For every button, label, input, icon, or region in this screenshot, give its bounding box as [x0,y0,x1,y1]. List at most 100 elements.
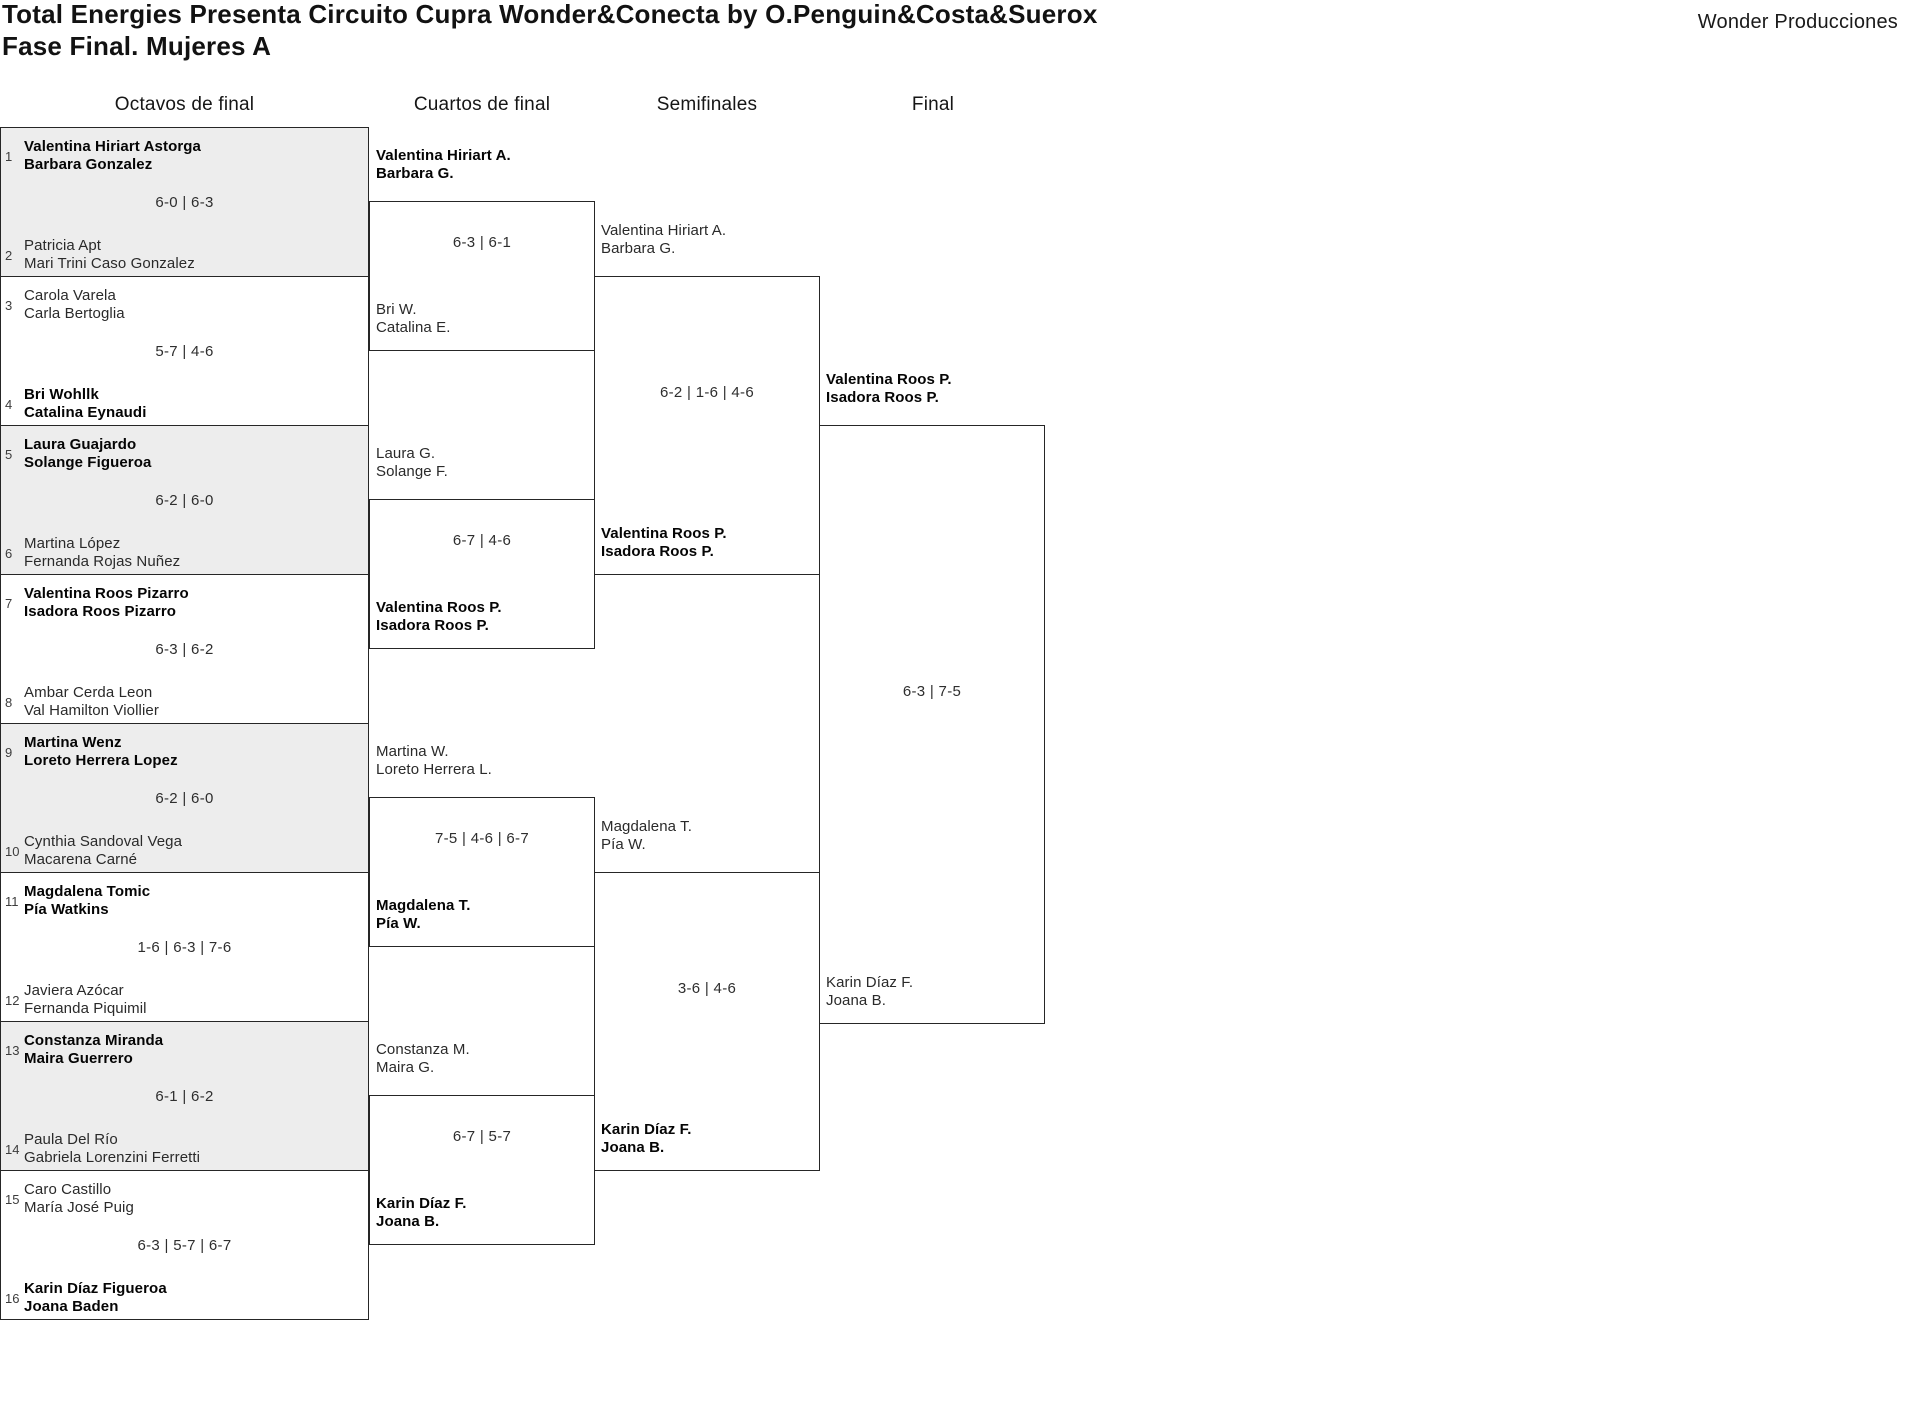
match-box-semis-1 [594,276,820,575]
team-name-line1: Valentina Roos P. [601,525,727,542]
seed-number: 2 [5,247,13,263]
team-name-line1: Laura G. [376,445,436,462]
match-score-semis-1: 6-2 | 1-6 | 4-6 [659,383,754,401]
team-name-line2: Fernanda Piquimil [24,1000,147,1017]
team-entry-cuartos-1-2: Bri W.Catalina E. [376,301,450,337]
team-name-line1: Valentina Roos P. [376,599,502,616]
seed-number: 7 [5,595,13,611]
team-name-line1: Karin Díaz Figueroa [24,1280,167,1297]
seed-number: 3 [5,297,13,313]
team-name-line2: Maira G. [376,1059,435,1076]
match-box-cuartos-3 [369,797,595,947]
team-name-line1: Caro Castillo [24,1181,112,1198]
seed-number: 13 [5,1042,20,1058]
seed-number: 10 [5,843,20,859]
team-name-line2: Pía W. [376,915,421,932]
team-entry-semis-1-1: Valentina Hiriart A.Barbara G. [601,222,726,258]
team-name-line2: Isadora Roos P. [601,543,714,560]
team-name-line1: Magdalena Tomic [24,883,151,900]
match-box-octavos-8 [0,1170,369,1320]
seed-number: 9 [5,744,13,760]
match-box-cuartos-4 [369,1095,595,1245]
match-box-final-1 [819,425,1045,1024]
team-name-line1: Valentina Hiriart Astorga [24,138,201,155]
team-name-line1: Magdalena T. [376,897,471,914]
team-name-line1: Constanza M. [376,1041,470,1058]
team-name-line1: Valentina Roos P. [826,371,952,388]
match-score-semis-2: 3-6 | 4-6 [677,979,737,997]
match-score-octavos-6: 1-6 | 6-3 | 7-6 [137,939,232,956]
team-entry-final-1-2: Karin Díaz F.Joana B. [826,974,913,1010]
match-score-octavos-3: 6-2 | 6-0 [155,492,214,509]
team-name-line2: Joana Baden [24,1298,119,1315]
team-entry-cuartos-2-1: Laura G.Solange F. [376,445,448,481]
team-name-line1: Magdalena T. [601,818,692,835]
team-name-line1: Valentina Hiriart A. [601,222,727,239]
match-score-cuartos-3: 7-5 | 4-6 | 6-7 [434,830,529,847]
match-box-octavos-2 [0,276,369,426]
match-score-octavos-8: 6-3 | 5-7 | 6-7 [137,1237,232,1254]
seed-number: 16 [5,1290,20,1306]
team-name-line2: Barbara Gonzalez [24,156,153,173]
team-name-line2: Fernanda Rojas Nuñez [24,553,181,570]
team-name-line2: Gabriela Lorenzini Ferretti [24,1149,201,1166]
seed-number: 15 [5,1191,20,1207]
team-entry-semis-2-1: Magdalena T.Pía W. [601,818,692,854]
seed-number: 8 [5,694,13,710]
match-box-cuartos-2 [369,499,595,649]
team-name-line2: María José Puig [24,1199,134,1216]
team-name-line1: Karin Díaz F. [376,1195,467,1212]
team-name-line2: Macarena Carné [24,851,138,868]
match-score-cuartos-4: 6-7 | 5-7 [452,1128,512,1145]
organizer-label: Wonder Producciones [1697,11,1898,33]
team-name-line1: Valentina Hiriart A. [376,147,511,164]
seed-number: 12 [5,992,20,1008]
team-name-line2: Isadora Roos Pizarro [24,603,177,620]
team-name-line1: Cynthia Sandoval Vega [24,833,183,850]
team-name-line1: Javiera Azócar [24,982,124,999]
team-name-line1: Laura Guajardo [24,436,137,453]
team-name-line2: Joana B. [376,1213,440,1230]
team-name-line1: Constanza Miranda [24,1032,164,1049]
round-header-final: Final [911,94,955,115]
match-score-octavos-5: 6-2 | 6-0 [155,790,214,807]
seed-number: 4 [5,396,13,412]
match-box-octavos-5 [0,723,369,873]
team-name-line2: Barbara G. [376,165,454,182]
team-entry-final-1-1: Valentina Roos P.Isadora Roos P. [826,371,952,407]
team-name-line1: Martina W. [376,743,449,760]
team-name-line2: Pía W. [601,836,646,853]
team-name-line2: Isadora Roos P. [826,389,939,406]
team-name-line1: Karin Díaz F. [826,974,914,991]
team-entry-cuartos-3-2: Magdalena T.Pía W. [376,897,471,933]
team-name-line2: Isadora Roos P. [376,617,489,634]
match-box-octavos-7 [0,1021,369,1171]
team-name-line1: Martina Wenz [24,734,122,751]
round-header-cuartos: Cuartos de final [413,94,551,115]
team-name-line2: Catalina E. [376,319,451,336]
match-score-cuartos-2: 6-7 | 4-6 [452,532,512,549]
team-name-line1: Bri W. [376,301,417,318]
